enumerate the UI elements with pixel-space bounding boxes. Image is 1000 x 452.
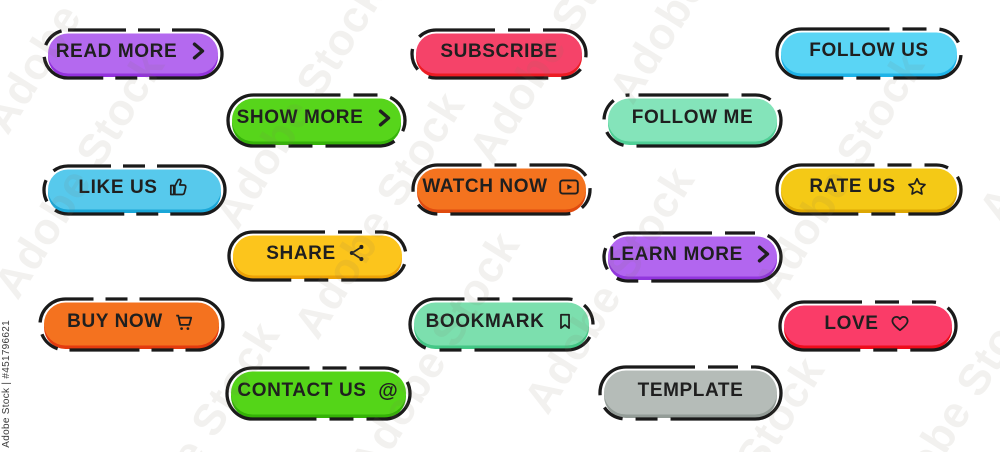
chevron-right-icon (372, 106, 396, 130)
button-label: SHOW MORE (236, 107, 364, 128)
button-outline (598, 365, 783, 421)
template-button[interactable]: TEMPLATE (598, 365, 783, 421)
button-label: CONTACT US (237, 380, 367, 401)
button-label: WATCH NOW (422, 176, 548, 197)
button-content: BOOKMARK (408, 297, 595, 346)
button-outline (408, 297, 595, 352)
video-player-icon (557, 175, 581, 199)
button-label: SUBSCRIBE (440, 40, 558, 62)
button-content: SHOW MORE (226, 93, 407, 142)
rate-us-button[interactable]: RATE US (775, 163, 963, 216)
button-content: FOLLOW ME (602, 93, 783, 142)
button-label: LOVE (824, 312, 879, 334)
button-content: FOLLOW US (775, 27, 963, 74)
share-button[interactable]: SHARE (227, 230, 408, 282)
button-content: TEMPLATE (598, 365, 783, 415)
read-more-button[interactable]: READ MORE (42, 28, 224, 80)
adobe-stock-watermark: Adobe Stock (969, 0, 1000, 232)
watch-now-button[interactable]: WATCH NOW (411, 163, 592, 216)
button-outline (602, 93, 783, 148)
chevron-right-icon (186, 39, 210, 63)
button-content: WATCH NOW (411, 163, 592, 210)
subscribe-button[interactable]: SUBSCRIBE (410, 28, 588, 80)
chevron-right-icon (752, 242, 776, 266)
heart-icon (888, 311, 912, 335)
share-nodes-icon (345, 241, 369, 265)
button-label: SHARE (266, 242, 336, 264)
buy-now-button[interactable]: BUY NOW (38, 297, 225, 352)
button-outline (602, 231, 783, 283)
button-label: RATE US (809, 176, 896, 197)
button-content: CONTACT US @ (225, 366, 412, 415)
learn-more-button[interactable]: LEARN MORE (602, 231, 783, 283)
follow-us-button[interactable]: FOLLOW US (775, 27, 963, 80)
button-outline (775, 27, 963, 80)
button-label: LEARN MORE (609, 243, 743, 265)
button-outline (225, 366, 412, 421)
button-label: READ MORE (55, 40, 178, 62)
follow-me-button[interactable]: FOLLOW ME (602, 93, 783, 148)
cart-icon (172, 310, 196, 334)
button-outline (775, 163, 963, 216)
button-label: LIKE US (78, 176, 158, 198)
button-content: READ MORE (42, 28, 224, 74)
star-icon (905, 175, 929, 199)
button-outline (38, 297, 225, 352)
bookmark-icon (553, 310, 577, 334)
button-outline (226, 93, 407, 148)
button-outline (42, 28, 224, 80)
button-content: LOVE (778, 300, 958, 346)
love-button[interactable]: LOVE (778, 300, 958, 352)
button-outline (411, 163, 592, 216)
button-label: TEMPLATE (637, 379, 744, 401)
stock-id-watermark: Adobe Stock | #451796621 (1, 320, 12, 448)
svg-text:@: @ (378, 380, 398, 402)
button-content: RATE US (775, 163, 963, 210)
thumbs-up-icon (167, 175, 191, 199)
button-content: LEARN MORE (602, 231, 783, 277)
at-sign-icon: @ (376, 379, 400, 403)
show-more-button[interactable]: SHOW MORE (226, 93, 407, 148)
button-outline (410, 28, 588, 80)
bookmark-button[interactable]: BOOKMARK (408, 297, 595, 352)
button-content: BUY NOW (38, 297, 225, 346)
button-outline (778, 300, 958, 352)
contact-us-button[interactable]: CONTACT US @ (225, 366, 412, 421)
like-us-button[interactable]: LIKE US (42, 164, 227, 216)
button-label: BUY NOW (67, 311, 163, 332)
button-content: LIKE US (42, 164, 227, 210)
button-label: FOLLOW US (809, 40, 929, 61)
button-label: BOOKMARK (425, 311, 545, 332)
button-content: SHARE (227, 230, 408, 276)
button-label: FOLLOW ME (631, 107, 754, 128)
button-content: SUBSCRIBE (410, 28, 588, 74)
